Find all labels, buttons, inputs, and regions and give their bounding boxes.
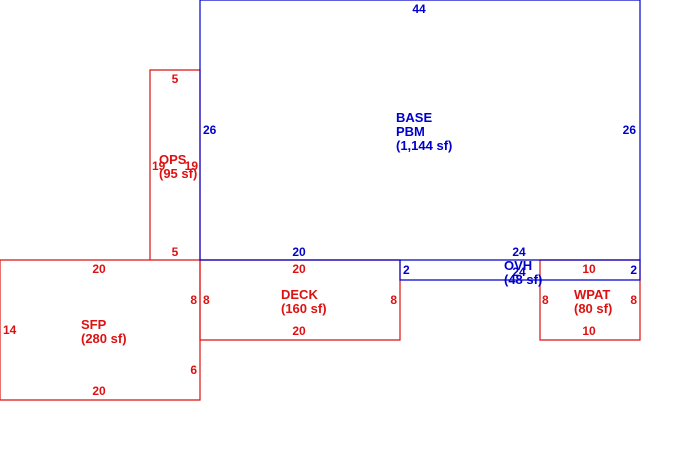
base-left-dim: 26 (203, 123, 217, 137)
wpat-area-label: (80 sf) (574, 301, 612, 316)
ovh-top-dim: 24 (512, 245, 526, 259)
wpat-bottom-dim: 10 (582, 324, 596, 338)
sfp-area-label: (280 sf) (81, 331, 127, 346)
base-area-label: (1,144 sf) (396, 138, 452, 153)
ops-left-dim: 19 (152, 159, 166, 173)
ovh-code-label: OVH (504, 258, 532, 273)
wpat-code-label: WPAT (574, 287, 610, 302)
deck-top-dim: 20 (292, 262, 306, 276)
ovh-left-dim: 2 (403, 263, 410, 277)
wpat-right-dim: 8 (630, 293, 637, 307)
sfp-right-lower-dim: 6 (190, 363, 197, 377)
base-type-label: PBM (396, 124, 425, 139)
sfp-right-upper-dim: 8 (190, 293, 197, 307)
ovh-outline (399, 260, 641, 281)
ovh-bottom-dim: 24 (512, 265, 526, 279)
sfp-bottom-dim: 20 (92, 384, 106, 398)
deck-right-dim: 8 (390, 293, 397, 307)
base-code-label: BASE (396, 110, 432, 125)
deck-bottom-dim: 20 (292, 324, 306, 338)
ops-right-dim: 19 (185, 159, 199, 173)
base-top-dim: 44 (412, 2, 426, 16)
wpat-top-dim: 10 (582, 262, 596, 276)
deck-area-label: (160 sf) (281, 301, 327, 316)
base-right-dim: 26 (623, 123, 637, 137)
ovh-area-label: (48 sf) (504, 272, 542, 287)
sfp-left-dim: 14 (3, 323, 17, 337)
wpat-left-dim: 8 (542, 293, 549, 307)
ovh-right-dim: 2 (630, 263, 637, 277)
base-bottom-dim: 20 (292, 245, 306, 259)
ops-top-dim: 5 (172, 72, 179, 86)
ops-bottom-dim: 5 (172, 245, 179, 259)
ops-area-label: (95 sf) (159, 166, 197, 181)
deck-code-label: DECK (281, 287, 318, 302)
deck-left-dim: 8 (203, 293, 210, 307)
ops-code-label: OPS (159, 152, 187, 167)
sfp-outline (0, 259, 201, 401)
sfp-code-label: SFP (81, 317, 107, 332)
sfp-top-dim: 20 (92, 262, 106, 276)
